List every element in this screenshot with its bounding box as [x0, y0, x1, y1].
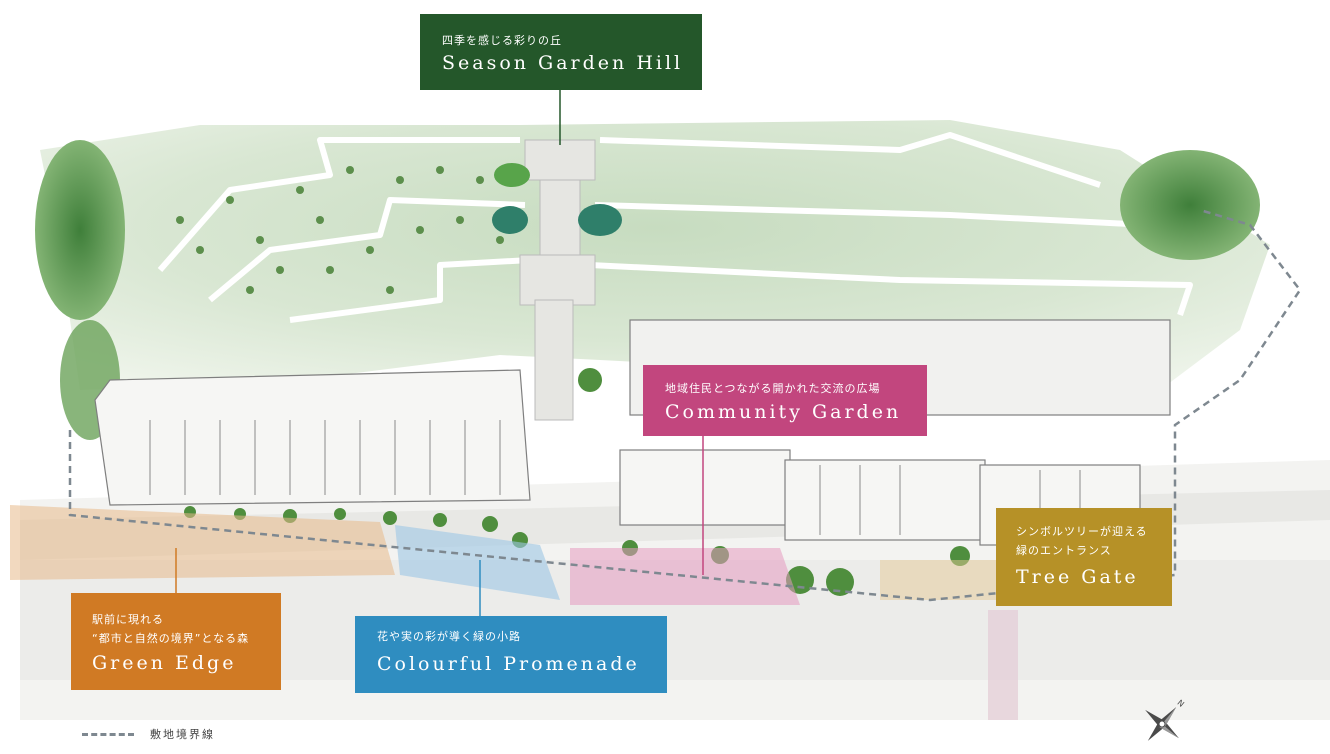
building-grid: [149, 420, 1081, 540]
entrance-path: [988, 610, 1018, 720]
tree-gate-subtitle-line2: 緑のエントランス: [1016, 544, 1112, 557]
tree-gate-label: シンボルツリーが迎える 緑のエントランス Tree Gate: [996, 508, 1172, 606]
hill-trees: [176, 166, 504, 294]
season-garden-hill-title: Season Garden Hill: [442, 52, 684, 74]
street-trees: [184, 368, 970, 596]
colourful-promenade-label: 花や実の彩が導く緑の小路 Colourful Promenade: [355, 616, 667, 693]
colourful-promenade-title: Colourful Promenade: [377, 653, 640, 675]
colourful-promenade-subtitle: 花や実の彩が導く緑の小路: [377, 630, 521, 643]
community-zone: [570, 548, 800, 605]
forest-right: [1120, 150, 1260, 260]
svg-text:N: N: [1175, 698, 1185, 709]
compass-rose-icon: N: [1145, 698, 1186, 741]
central-stair: [492, 139, 622, 421]
green-edge-title: Green Edge: [92, 652, 237, 674]
promenade-zone: [395, 525, 560, 600]
green-edge-zone: [10, 505, 395, 580]
community-garden-subtitle: 地域住民とつながる開かれた交流の広場: [665, 382, 881, 395]
site-boundary-line: [68, 208, 1302, 602]
community-garden-label: 地域住民とつながる開かれた交流の広場 Community Garden: [643, 365, 927, 436]
boundary-line-swatch: [82, 732, 134, 736]
season-garden-hill-subtitle: 四季を感じる彩りの丘: [442, 34, 562, 47]
green-edge-label: 駅前に現れる “都市と自然の境界”となる森 Green Edge: [71, 593, 281, 690]
tree-gate-zone: [880, 560, 1000, 600]
green-edge-subtitle-line1: 駅前に現れる: [92, 613, 164, 626]
tree-gate-title: Tree Gate: [1016, 566, 1139, 588]
legend-boundary-label: 敷地境界線: [150, 728, 215, 741]
community-garden-title: Community Garden: [665, 401, 902, 423]
legend: 敷地境界線: [82, 726, 215, 742]
green-edge-subtitle-line2: “都市と自然の境界”となる森: [92, 632, 250, 645]
terrace-lines: [157, 132, 1193, 323]
tree-gate-subtitle-line1: シンボルツリーが迎える: [1016, 525, 1148, 538]
season-garden-hill-label: 四季を感じる彩りの丘 Season Garden Hill: [420, 14, 702, 90]
